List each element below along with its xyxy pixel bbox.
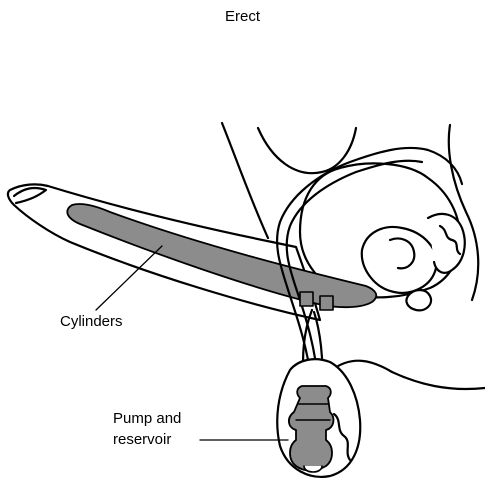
pump-label-line1: Pump and bbox=[113, 410, 181, 428]
gland-small bbox=[406, 290, 431, 310]
perineum-outline bbox=[332, 361, 485, 389]
pump-tip bbox=[304, 466, 322, 472]
cylinders-label: Cylinders bbox=[60, 313, 123, 331]
body-outline bbox=[222, 123, 268, 238]
rectum-outline bbox=[428, 214, 465, 273]
diagram-title: Erect bbox=[0, 8, 485, 26]
connector-left bbox=[300, 292, 313, 306]
pump-label-line2: reservoir bbox=[113, 431, 171, 449]
connector-right bbox=[320, 296, 333, 310]
